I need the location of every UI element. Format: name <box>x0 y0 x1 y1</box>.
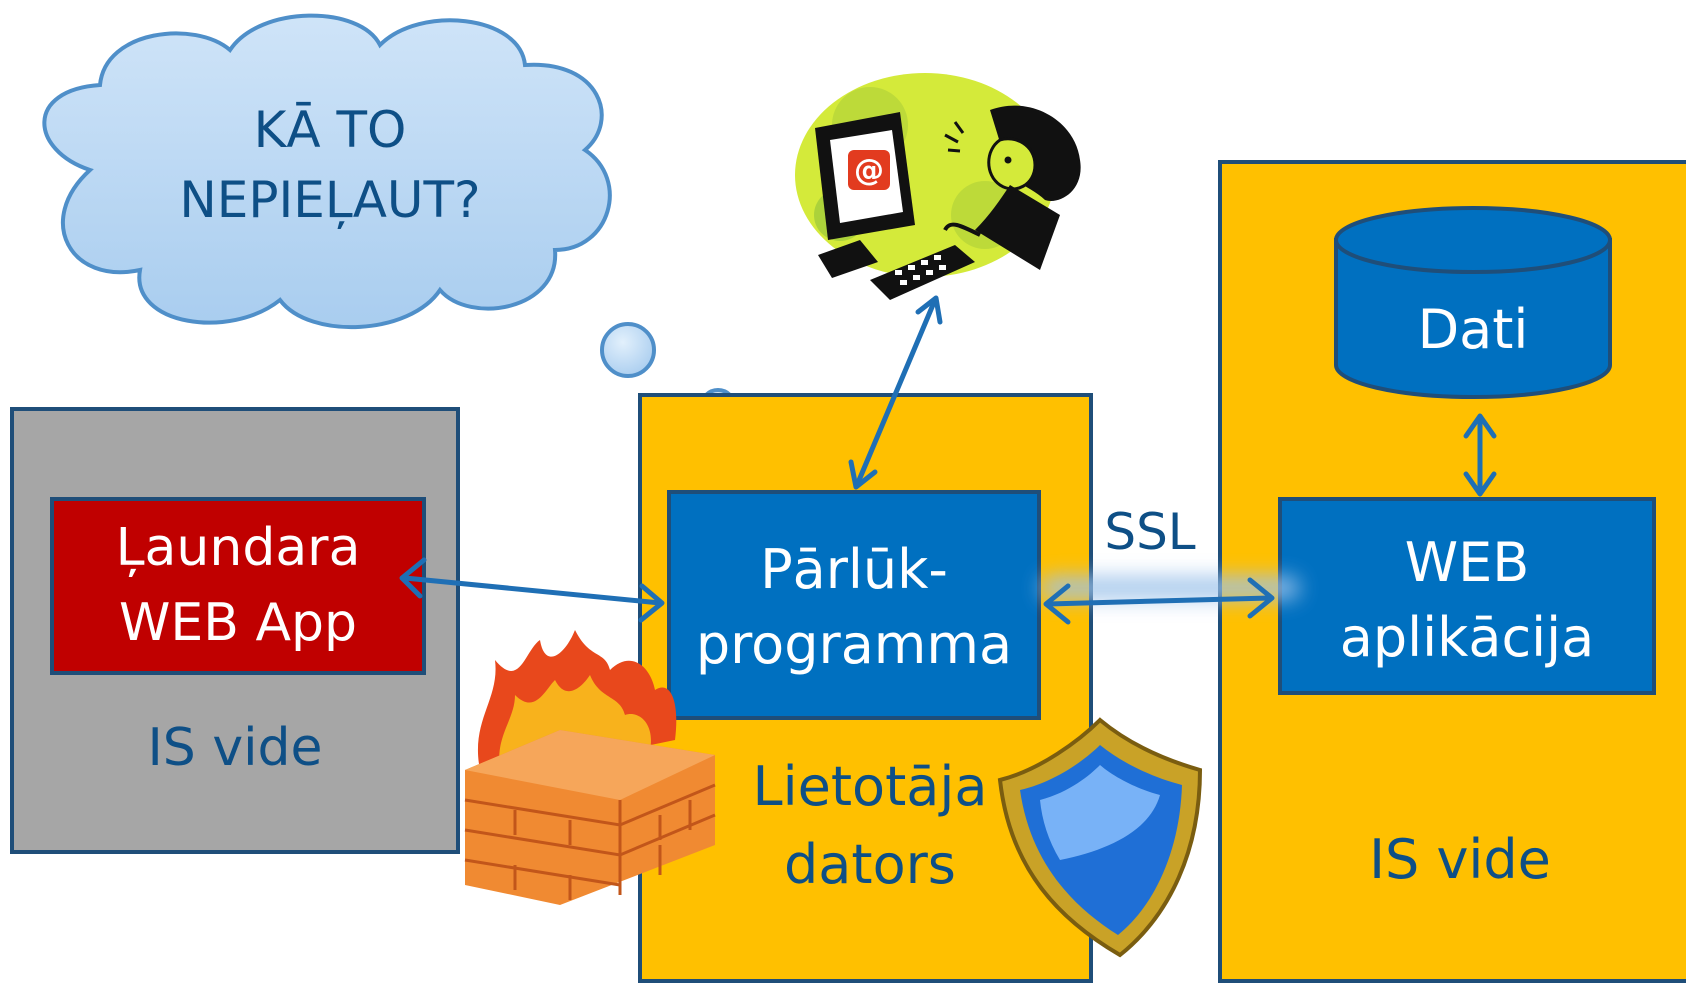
firewall-icon <box>464 630 716 905</box>
attacker-app-line-1: Ļaundara <box>115 518 361 578</box>
web-app-line-2: aplikācija <box>1339 606 1595 669</box>
arrow-attacker-browser <box>402 575 663 606</box>
browser-box <box>667 490 1041 720</box>
svg-text:@: @ <box>854 153 884 188</box>
attacker-web-app-box <box>50 497 426 675</box>
computer-label-line-2: dators <box>784 833 956 896</box>
database-label: Dati <box>1417 298 1529 361</box>
attacker-env-label: IS vide <box>147 718 323 778</box>
arrow-user-browser <box>854 297 938 488</box>
browser-line-1: Pārlūk- <box>760 538 948 601</box>
attacker-app-line-2: WEB App <box>118 593 358 653</box>
server-env-label: IS vide <box>1369 828 1551 891</box>
user-at-computer-icon: @ <box>795 73 1081 300</box>
thought-bubble-large <box>600 322 656 378</box>
web-app-line-1: WEB <box>1404 531 1530 594</box>
arrow-browser-webapp <box>1045 595 1273 607</box>
ssl-label: SSL <box>1104 503 1196 561</box>
cloud-line-2: NEPIEĻAUT? <box>179 171 481 229</box>
shield-icon <box>997 717 1203 958</box>
database-icon <box>1334 206 1612 399</box>
computer-label-line-1: Lietotāja <box>752 755 988 818</box>
cloud-line-1: KĀ TO <box>253 101 407 159</box>
ssl-tunnel-glow <box>1040 576 1300 600</box>
browser-line-2: programma <box>695 613 1013 676</box>
